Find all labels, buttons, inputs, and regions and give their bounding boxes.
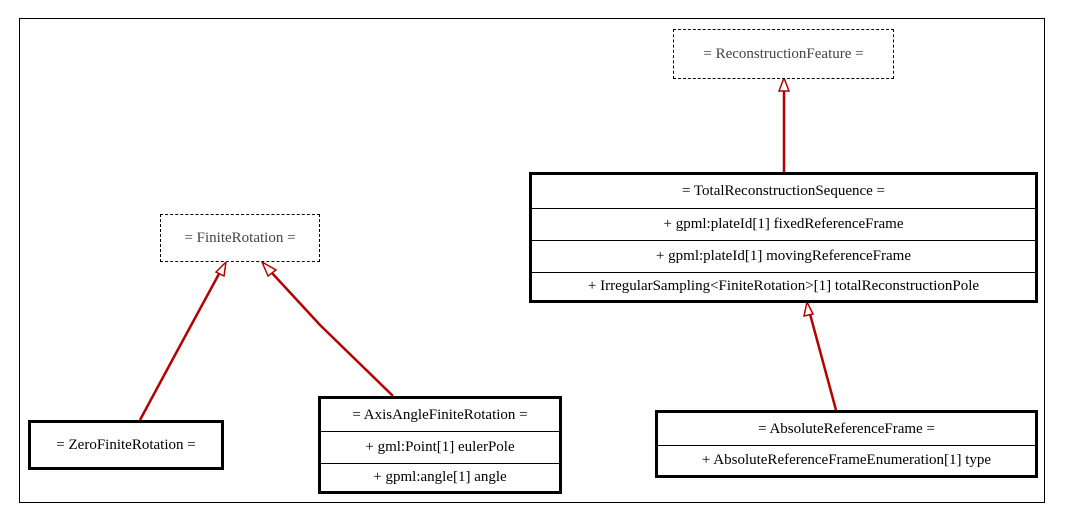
link-absolute-to-total bbox=[803, 299, 838, 411]
attribute-row: + gml:Point[1] eulerPole bbox=[321, 431, 559, 463]
class-axis-angle-finite-rotation: = AxisAngleFiniteRotation = + gml:Point[… bbox=[318, 396, 562, 494]
class-absolute-reference-frame: = AbsoluteReferenceFrame = + AbsoluteRef… bbox=[655, 410, 1038, 478]
class-name: = AbsoluteReferenceFrame = bbox=[758, 420, 935, 437]
attribute-row: + gpml:plateId[1] movingReferenceFrame bbox=[532, 240, 1035, 272]
diagram-frame bbox=[19, 18, 1045, 503]
class-zero-finite-rotation: = ZeroFiniteRotation = bbox=[28, 420, 224, 470]
attribute-row: + IrregularSampling<FiniteRotation>[1] t… bbox=[532, 272, 1035, 300]
link-zero-to-finite bbox=[138, 259, 228, 421]
class-reconstruction-feature: = ReconstructionFeature = bbox=[673, 29, 894, 79]
link-total-to-reconstruction bbox=[777, 75, 791, 172]
class-name: = TotalReconstructionSequence = bbox=[681, 183, 886, 199]
class-name: = AxisAngleFiniteRotation = bbox=[352, 406, 528, 423]
class-name: = FiniteRotation = bbox=[184, 229, 296, 246]
attribute-row: + AbsoluteReferenceFrameEnumeration[1] t… bbox=[658, 445, 1035, 475]
attribute-row: + gpml:plateId[1] fixedReferenceFrame bbox=[532, 208, 1035, 240]
link-axisangle-to-finite bbox=[260, 260, 394, 397]
class-name: = ReconstructionFeature = bbox=[703, 45, 864, 62]
class-total-reconstruction-sequence: = TotalReconstructionSequence = + gpml:p… bbox=[529, 172, 1038, 303]
class-name: = ZeroFiniteRotation = bbox=[56, 436, 196, 453]
attribute-row: + gpml:angle[1] angle bbox=[321, 463, 559, 491]
class-finite-rotation: = FiniteRotation = bbox=[160, 214, 320, 262]
